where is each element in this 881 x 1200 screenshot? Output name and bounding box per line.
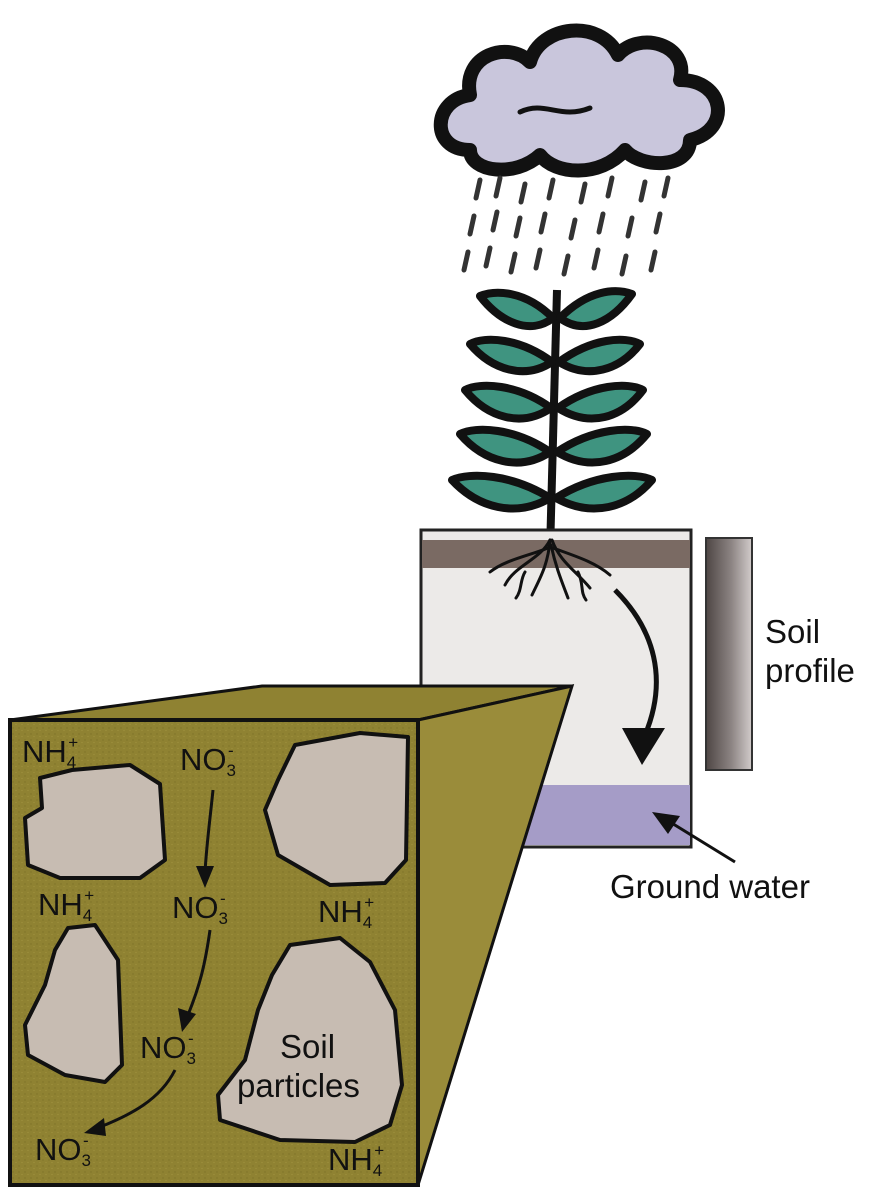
ion-charge: +	[374, 1141, 384, 1160]
ammonium-label: NH4+	[22, 733, 78, 772]
nitrate-label: NO3-	[35, 1131, 91, 1170]
ion-base: NO	[172, 890, 219, 925]
soil-particles-label-line2: particles	[237, 1067, 360, 1104]
ground-water-pointer	[669, 820, 736, 864]
ion-charge: +	[68, 733, 78, 752]
soil-particles-label-line1: Soil	[280, 1028, 335, 1065]
cloud-inner-line	[517, 105, 593, 115]
ion-subscript: 3	[219, 909, 228, 928]
ion-base: NH	[22, 734, 67, 769]
plant-stem	[546, 289, 561, 553]
ion-subscript: 3	[227, 761, 236, 780]
inset-side-face	[416, 683, 575, 1186]
nitrate-arrows	[99, 789, 215, 1129]
ion-charge: -	[188, 1029, 194, 1048]
ion-subscript: 3	[187, 1049, 196, 1068]
ammonium-label: NH4+	[318, 893, 374, 932]
ion-charge: -	[228, 741, 234, 760]
ion-base: NO	[180, 742, 227, 777]
ion-charge: -	[83, 1131, 89, 1150]
rain	[461, 175, 671, 277]
cloud-shape	[433, 23, 725, 178]
ion-subscript: 3	[82, 1151, 91, 1170]
soil-particle	[23, 763, 167, 880]
ground-water-label: Ground water	[610, 868, 810, 905]
nitrate-label: NO3-	[140, 1029, 196, 1068]
ion-charge: -	[220, 889, 226, 908]
ion-charge: +	[364, 893, 374, 912]
ion-subscript: 4	[67, 753, 76, 772]
ion-subscript: 4	[83, 906, 92, 925]
nitrate-arrowheads	[84, 866, 214, 1136]
nitrate-label: NO3-	[172, 889, 228, 928]
plant-roots	[488, 538, 612, 602]
soil-particle	[23, 923, 124, 1084]
leaching-arrow	[613, 588, 659, 736]
ion-base: NH	[328, 1142, 373, 1177]
soil-detail-inset: NH4+NO3-NH4+NO3-NH4+NO3-NO3-NH4+ Soil pa…	[8, 683, 575, 1187]
ion-base: NH	[318, 894, 363, 929]
ion-base: NO	[35, 1132, 82, 1167]
ion-labels: NH4+NO3-NH4+NO3-NH4+NO3-NO3-NH4+	[22, 733, 384, 1180]
soil-profile-depth-bar	[705, 537, 753, 771]
ion-charge: +	[84, 886, 94, 905]
ion-subscript: 4	[363, 913, 372, 932]
soil-particles	[23, 731, 410, 1144]
ammonium-label: NH4+	[328, 1141, 384, 1180]
ion-base: NH	[38, 887, 83, 922]
soil-particle	[263, 731, 410, 887]
soil-profile-label-line2: profile	[765, 652, 855, 689]
soil-profile-label-line1: Soil	[765, 613, 820, 650]
rain-cloud	[433, 23, 725, 178]
nitrate-label: NO3-	[180, 741, 236, 780]
ion-base: NO	[140, 1030, 187, 1065]
plant	[448, 287, 656, 553]
ground-water-pointer-head	[652, 812, 680, 834]
plant-leaves	[448, 287, 656, 513]
ion-subscript: 4	[373, 1161, 382, 1180]
leaching-arrowhead	[622, 728, 665, 765]
ammonium-label: NH4+	[38, 886, 94, 925]
soil-particle	[216, 936, 404, 1144]
